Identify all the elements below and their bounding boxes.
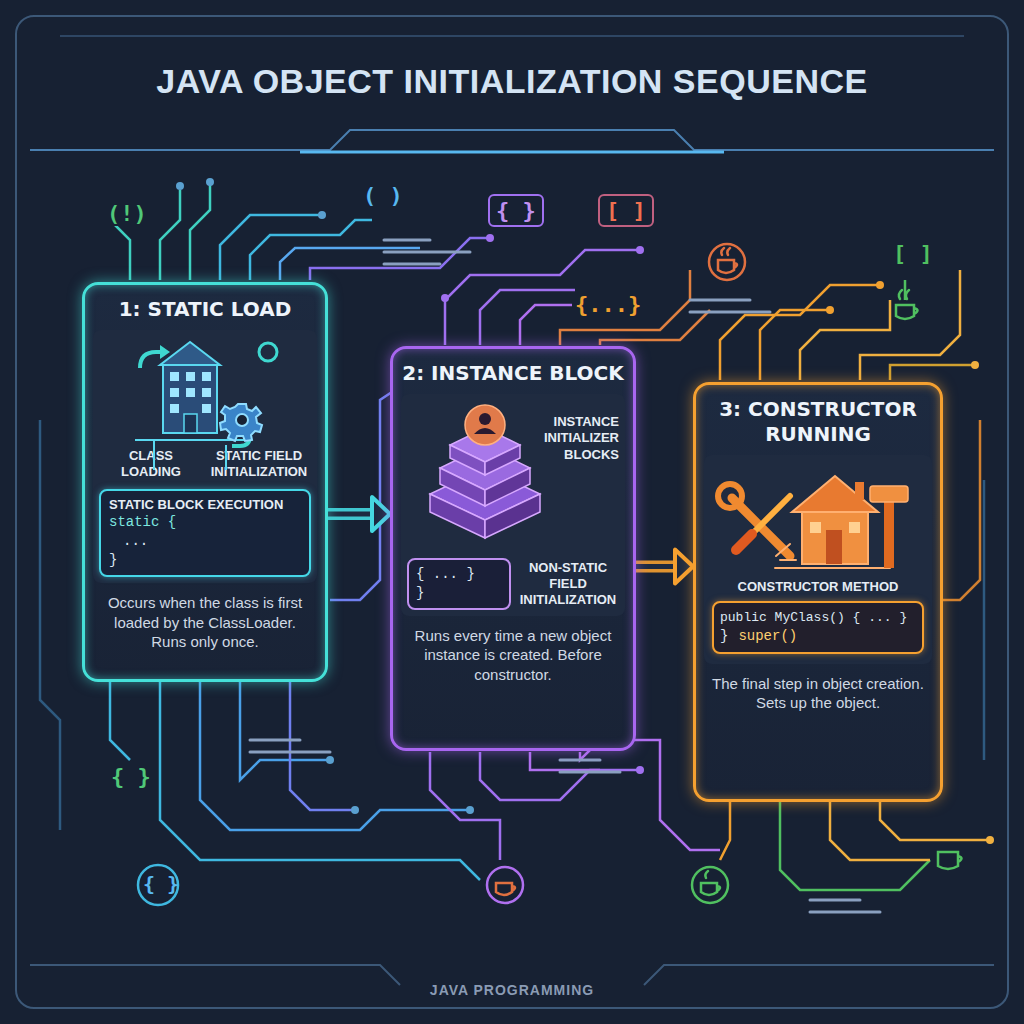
flow-arrow: [636, 550, 693, 584]
class-building-icon: [135, 342, 277, 470]
step-label: STATIC FIELD INITIALIZATION: [207, 448, 311, 481]
code-heading: STATIC BLOCK EXECUTION: [109, 497, 301, 513]
frame: [16, 16, 1008, 1008]
stage-description: Runs every time a new object instance is…: [401, 616, 625, 689]
flow-arrow: [328, 497, 390, 531]
code-symbol: ( ): [360, 183, 406, 208]
code-box: public MyClass() { ... }} super(): [712, 601, 924, 653]
stage-panel: 1: STATIC LOAD Occurs when the class is f…: [82, 282, 328, 682]
stage-heading: 1: STATIC LOAD: [93, 297, 317, 322]
step-label: INSTANCE INITIALIZER BLOCKS: [517, 400, 619, 463]
circuit-wires: [40, 185, 990, 890]
code-box: STATIC BLOCK EXECUTIONstatic {...}: [99, 489, 311, 578]
code-symbol: {...}: [572, 292, 644, 317]
code-symbol: { }: [140, 872, 182, 896]
stage-heading: 2: INSTANCE BLOCK: [401, 361, 625, 386]
code-line: }: [109, 551, 301, 570]
diagram-title: JAVA OBJECT INITIALIZATION SEQUENCE: [0, 62, 1024, 101]
detail-panel: INSTANCE INITIALIZER BLOCKS NON-STATIC FI…: [401, 394, 625, 616]
code-symbol: [ ]: [598, 194, 654, 227]
step-label: CLASS LOADING: [99, 448, 203, 481]
code-line: ...: [109, 532, 301, 551]
diagram-caption: JAVA PROGRAMMING: [0, 982, 1024, 998]
code-line: { ... }: [416, 565, 502, 584]
code-box: { ... }}: [407, 558, 511, 610]
detail-panel: CLASS LOADINGSTATIC FIELD INITIALIZATION…: [93, 330, 317, 583]
constructor-tools-icon: [718, 476, 908, 568]
step-label: CONSTRUCTOR METHOD: [710, 579, 926, 595]
code-line: }: [720, 627, 728, 646]
instance-stack-icon: [430, 405, 540, 538]
code-line: static {: [109, 513, 301, 532]
stage-panel: 3: CONSTRUCTOR RUNNING The final step in …: [693, 382, 943, 802]
code-symbol: { }: [488, 194, 544, 227]
code-line: public MyClass() { ... }: [720, 609, 916, 627]
stage-description: Occurs when the class is first loaded by…: [93, 583, 317, 656]
step-label: NON-STATIC FIELD INITIALIZATION: [517, 560, 619, 609]
code-symbol: { }: [108, 764, 154, 789]
stage-heading: 3: CONSTRUCTOR RUNNING: [704, 397, 932, 447]
code-line: }: [416, 584, 502, 603]
stage-panel: 2: INSTANCE BLOCK Runs every time a new o…: [390, 346, 636, 751]
code-line: super(): [738, 627, 916, 646]
code-symbol: (!): [104, 201, 150, 226]
detail-panel: CONSTRUCTOR METHOD public MyClass() { ...…: [704, 455, 932, 664]
stage-description: The final step in object creation. Sets …: [704, 664, 932, 717]
code-symbol: [ ]: [890, 241, 936, 266]
